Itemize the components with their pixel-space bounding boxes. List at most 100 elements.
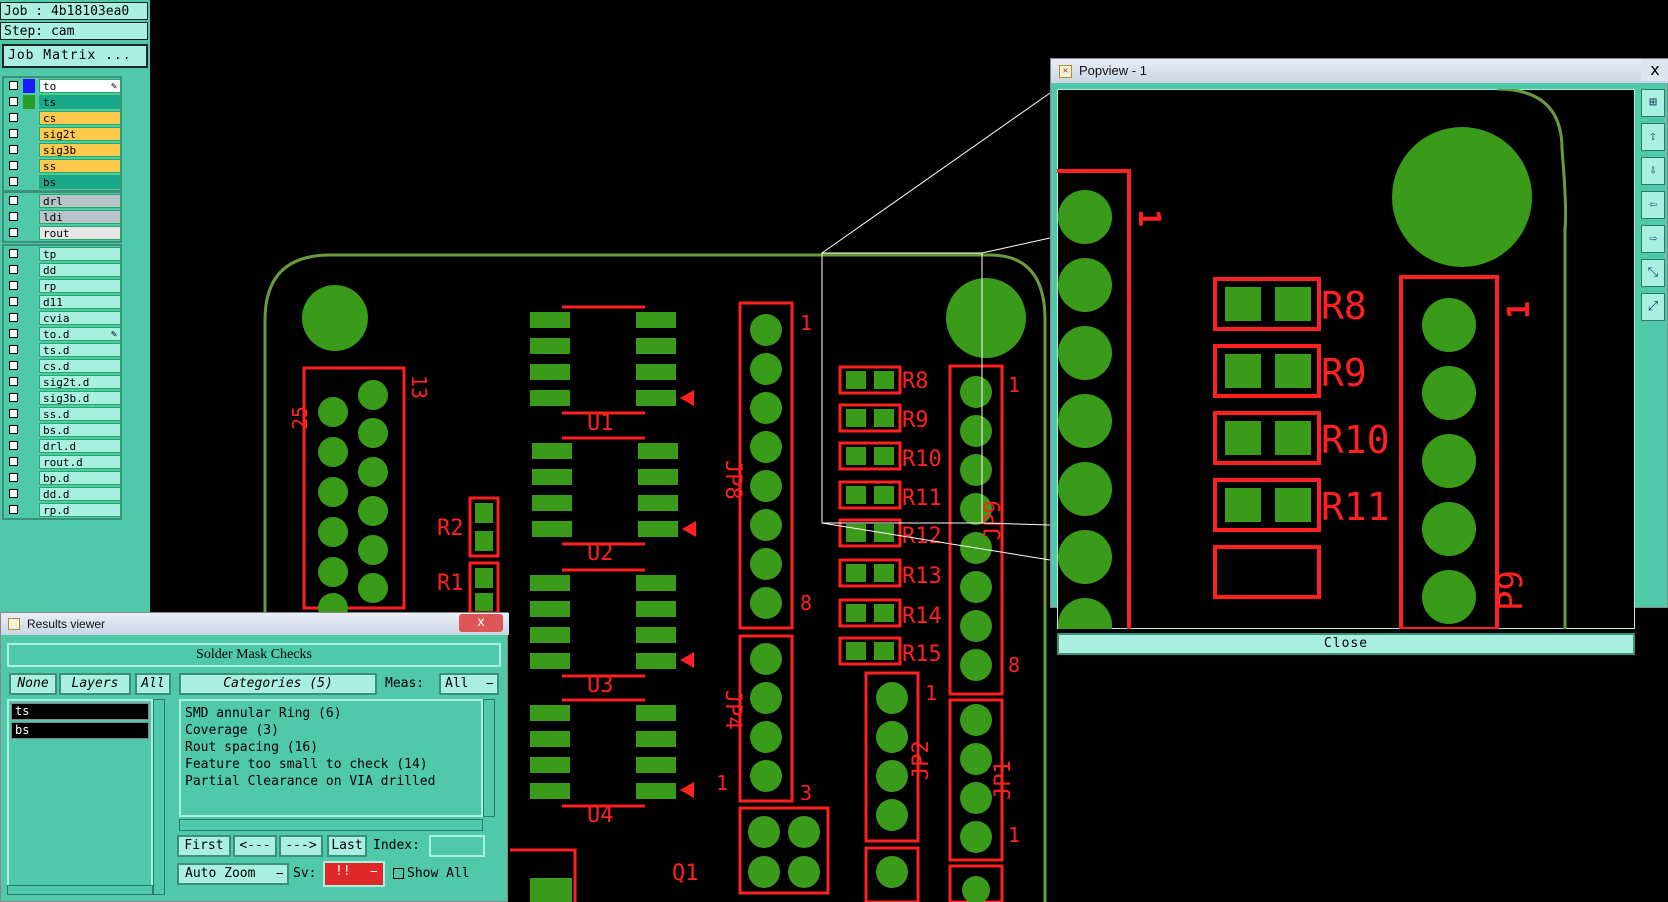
pan-down-icon[interactable]: ⇩ (1641, 157, 1665, 185)
layer-name[interactable]: drl (39, 194, 121, 208)
layer-checkbox[interactable] (9, 177, 18, 186)
layer-row[interactable]: ss (4, 158, 121, 174)
layer-name[interactable]: ts.d (39, 343, 121, 357)
layer-name[interactable]: bs.d (39, 423, 121, 437)
layer-checkbox[interactable] (9, 81, 18, 90)
layer-checkbox[interactable] (9, 297, 18, 306)
layer-name[interactable]: ss (39, 159, 121, 173)
show-all-checkbox[interactable] (393, 868, 404, 879)
list-item[interactable]: Partial Clearance on VIA drilled (185, 774, 436, 789)
layer-checkbox[interactable] (9, 145, 18, 154)
layer-row[interactable]: dd (4, 262, 121, 278)
pan-up-icon[interactable]: ⇧ (1641, 123, 1665, 151)
layer-name[interactable]: tp (39, 247, 121, 261)
layer-name[interactable]: ts (39, 95, 121, 109)
layer-checkbox[interactable] (9, 196, 18, 205)
results-titlebar[interactable]: Results viewer x (1, 613, 509, 635)
layer-checkbox[interactable] (9, 329, 18, 338)
results-category-list[interactable]: SMD annular Ring (6) Coverage (3) Rout spa… (179, 699, 483, 817)
close-icon[interactable]: x (1641, 59, 1668, 81)
layer-row[interactable]: bp.d (4, 470, 121, 486)
layer-name[interactable]: to✎ (39, 79, 121, 93)
layer-checkbox[interactable] (9, 313, 18, 322)
layer-name[interactable]: drl.d (39, 439, 121, 453)
layer-checkbox[interactable] (9, 361, 18, 370)
zoom-out-icon[interactable]: ⤡ (1641, 259, 1665, 287)
layer-row[interactable]: to✎ (4, 78, 121, 94)
severity-select[interactable]: !!⎯ (323, 861, 385, 887)
layer-row[interactable]: rp (4, 278, 121, 294)
category-list-hscrollbar[interactable] (179, 819, 483, 831)
layer-row[interactable]: ts (4, 94, 121, 110)
layer-name[interactable]: d11 (39, 295, 121, 309)
layer-row[interactable]: dd.d (4, 486, 121, 502)
layer-row[interactable]: cs (4, 110, 121, 126)
layer-row[interactable]: sig2t (4, 126, 121, 142)
layer-checkbox[interactable] (9, 265, 18, 274)
layer-row[interactable]: rout.d (4, 454, 121, 470)
pan-left-icon[interactable]: ⇦ (1641, 191, 1665, 219)
layer-checkbox[interactable] (9, 425, 18, 434)
layer-name[interactable]: cs.d (39, 359, 121, 373)
layer-name[interactable]: cs (39, 111, 121, 125)
layer-name[interactable]: rp (39, 279, 121, 293)
layer-row[interactable]: ts.d (4, 342, 121, 358)
layers-button[interactable]: Layers (59, 673, 131, 695)
list-item[interactable]: SMD annular Ring (6) (185, 706, 342, 721)
layer-name[interactable]: ss.d (39, 407, 121, 421)
layer-checkbox[interactable] (9, 161, 18, 170)
layer-checkbox[interactable] (9, 281, 18, 290)
layer-checkbox[interactable] (9, 129, 18, 138)
job-matrix-button[interactable]: Job Matrix ... (2, 44, 148, 68)
layer-row[interactable]: rout (4, 225, 121, 241)
category-list-scrollbar[interactable] (483, 699, 495, 817)
pan-right-icon[interactable]: ⇨ (1641, 225, 1665, 253)
layer-name[interactable]: to.d✎ (39, 327, 121, 341)
index-input[interactable] (429, 835, 485, 857)
layer-row[interactable]: sig3b (4, 142, 121, 158)
list-item[interactable]: Feature too small to check (14) (185, 757, 428, 772)
layer-checkbox[interactable] (9, 113, 18, 122)
prev-button[interactable]: <--- (233, 835, 277, 857)
layer-row[interactable]: drl (4, 193, 121, 209)
layer-row[interactable]: ss.d (4, 406, 121, 422)
layer-row[interactable]: tp (4, 246, 121, 262)
popview-titlebar[interactable]: ✕ Popview - 1 x (1051, 59, 1668, 83)
last-button[interactable]: Last (327, 835, 367, 857)
layer-checkbox[interactable] (9, 212, 18, 221)
layer-name[interactable]: sig2t (39, 127, 121, 141)
layer-list-hscrollbar[interactable] (7, 885, 153, 895)
popview-close-button[interactable]: Close (1057, 633, 1635, 655)
first-button[interactable]: First (177, 835, 231, 857)
layer-checkbox[interactable] (9, 228, 18, 237)
layer-name[interactable]: bp.d (39, 471, 121, 485)
layer-list-scrollbar[interactable] (153, 699, 165, 895)
layer-name[interactable]: sig3b (39, 143, 121, 157)
list-item[interactable]: bs (11, 722, 149, 739)
layer-row[interactable]: bs.d (4, 422, 121, 438)
layer-name[interactable]: sig2t.d (39, 375, 121, 389)
zoom-fit-icon[interactable]: ⊞ (1641, 89, 1665, 117)
layer-name[interactable]: rout.d (39, 455, 121, 469)
zoom-in-icon[interactable]: ⤢ (1641, 293, 1665, 321)
all-button[interactable]: All (135, 673, 171, 695)
layer-row[interactable]: sig3b.d (4, 390, 121, 406)
layer-name[interactable]: bs (39, 175, 121, 189)
auto-zoom-select[interactable]: Auto Zoom⎯ (177, 863, 289, 885)
list-item[interactable]: Rout spacing (16) (185, 740, 319, 755)
layer-row[interactable]: to.d✎ (4, 326, 121, 342)
layer-checkbox[interactable] (9, 409, 18, 418)
layer-checkbox[interactable] (9, 441, 18, 450)
layer-name[interactable]: dd (39, 263, 121, 277)
layer-name[interactable]: dd.d (39, 487, 121, 501)
layer-name[interactable]: sig3b.d (39, 391, 121, 405)
list-item[interactable]: Coverage (3) (185, 723, 279, 738)
layer-checkbox[interactable] (9, 393, 18, 402)
categories-button[interactable]: Categories (5) (179, 673, 377, 695)
layer-row[interactable]: bs (4, 174, 121, 190)
layer-checkbox[interactable] (9, 249, 18, 258)
layer-checkbox[interactable] (9, 345, 18, 354)
layer-row[interactable]: d11 (4, 294, 121, 310)
